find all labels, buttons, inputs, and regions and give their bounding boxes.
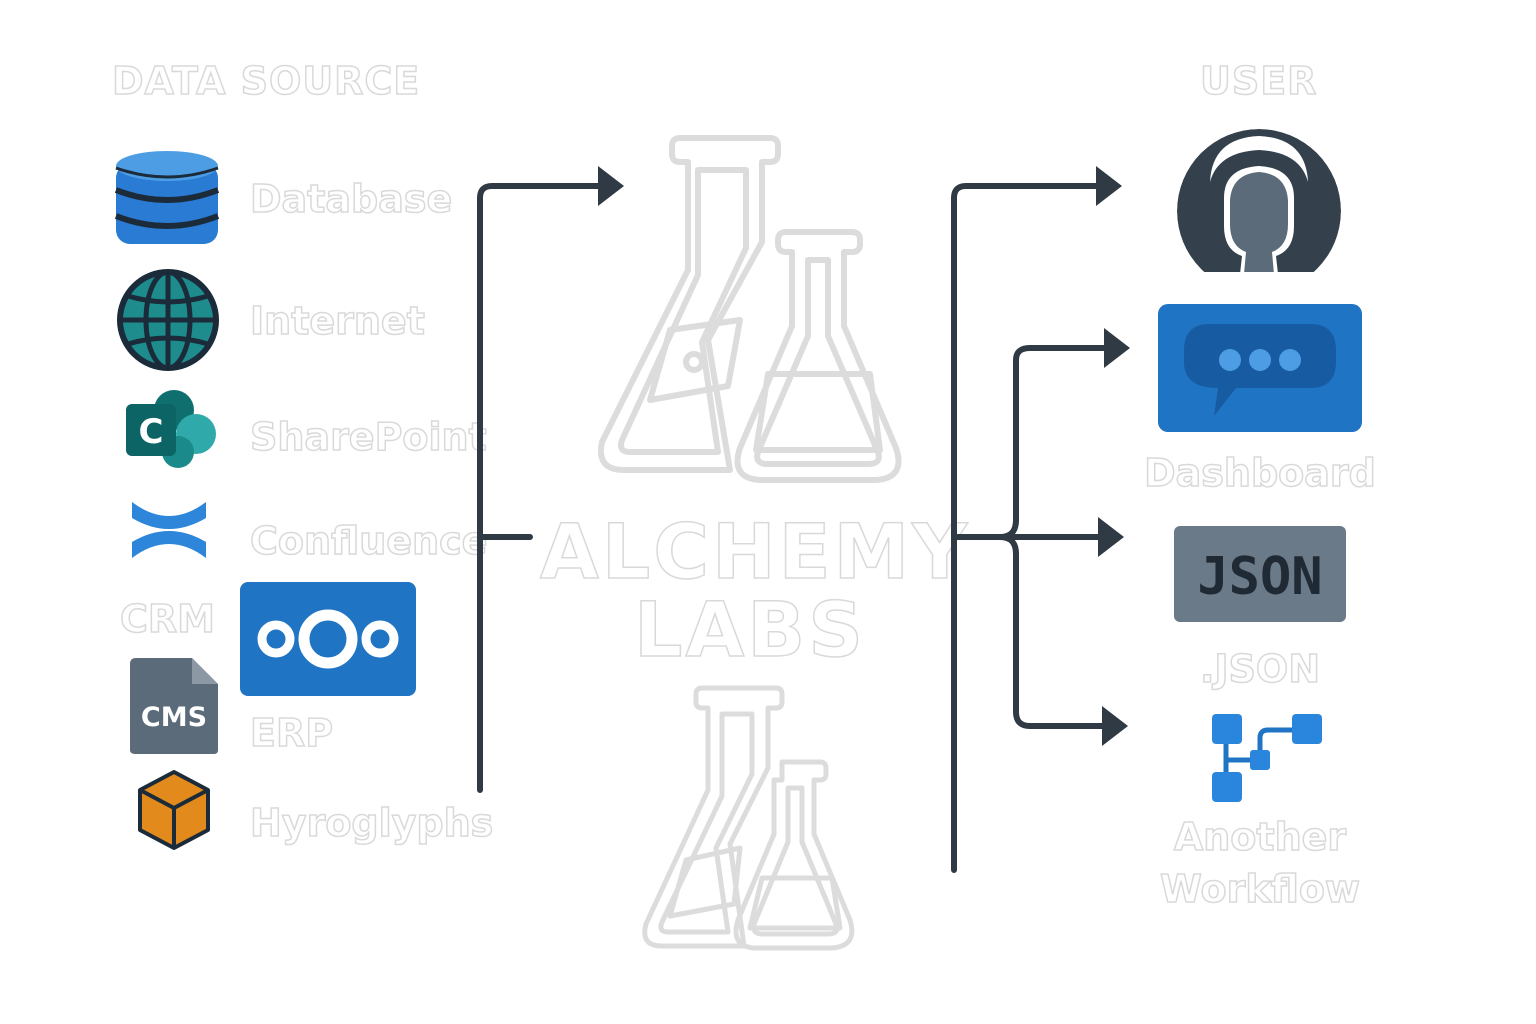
data-source-heading: DATA SOURCE [111,59,421,103]
chat-dashboard-icon [1158,304,1362,432]
output-label-workflow-line2: Workflow [1159,867,1361,911]
right-branch-workflow [997,534,1109,729]
json-file-icon: JSON [1174,526,1346,622]
output-label-dashboard: Dashboard [1143,451,1376,495]
source-label-database: Database [249,177,453,221]
arrow-to-user [1096,166,1122,206]
source-label-sharepoint: SharePoint [249,415,487,459]
right-trunk-line [951,183,1103,873]
brand-line-1: ALCHEMY [539,507,971,596]
cube-icon [138,770,210,850]
database-icon [114,151,220,244]
source-label-hyroglyphs: Hyroglyphs [249,801,494,845]
sharepoint-icon: C [126,390,216,468]
source-label-crm: CRM [119,597,215,641]
source-label-erp: ERP [249,711,334,755]
source-label-internet: Internet [249,299,425,343]
svg-text:C: C [139,412,164,452]
workflow-icon [1212,714,1322,802]
arrow-to-dashboard [1104,328,1130,368]
confluence-icon [132,502,206,558]
output-label-json: .JSON [1199,647,1321,691]
flask-logo-large [598,135,902,483]
globe-icon [117,269,219,371]
flask-logo-small [642,685,855,951]
json-icon-text: JSON [1197,547,1322,607]
arrow-to-json [1098,517,1124,557]
cms-file-icon: CMS [130,658,218,754]
left-trunk-line [477,183,607,793]
arrow-to-lab [598,166,624,206]
arrow-to-workflow [1102,706,1128,746]
source-label-confluence: Confluence [249,519,488,563]
user-heading: USER [1199,59,1318,103]
right-branch-dashboard [997,345,1111,540]
output-label-workflow-line1: Another [1173,815,1347,859]
brand-line-2: LABS [633,585,866,674]
user-avatar-icon [1177,129,1341,272]
cloud-app-icon [240,582,416,696]
cms-icon-text: CMS [141,702,207,733]
